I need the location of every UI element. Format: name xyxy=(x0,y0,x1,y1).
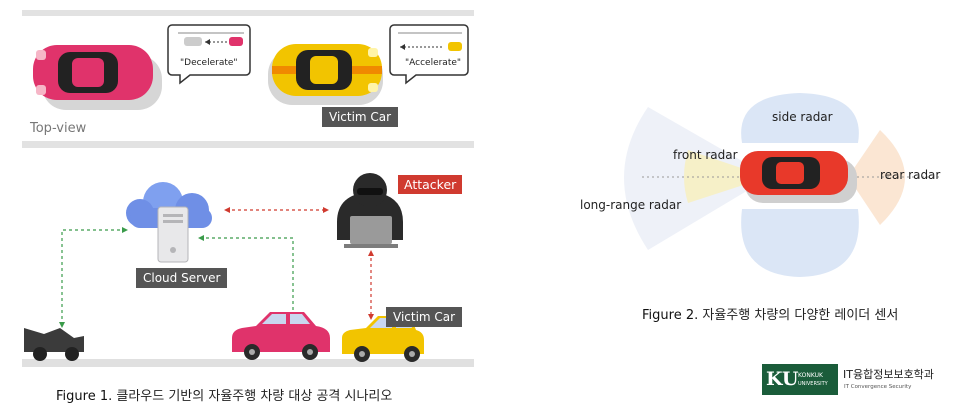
side-radar-label: side radar xyxy=(772,110,833,124)
top-view-scene xyxy=(33,24,469,110)
front-radar-label: front radar xyxy=(673,148,738,162)
ku-mark-sub1: KONKUK xyxy=(798,372,823,379)
long-range-radar-label: long-range radar xyxy=(580,198,682,212)
victim-car-bottom-tag: Victim Car xyxy=(386,307,463,327)
side-radar-top-zone xyxy=(741,93,859,143)
figure-2-caption-num: Figure 2. xyxy=(642,308,699,323)
victim-car-top-tag: Victim Car xyxy=(322,107,399,127)
red-car-top-icon xyxy=(740,151,857,203)
pink-car-side-icon xyxy=(232,312,330,360)
top-road-divider xyxy=(22,141,474,148)
cloud-link-left xyxy=(61,229,126,326)
figure-1-caption-num: Figure 1. xyxy=(56,389,113,404)
crashed-car-icon xyxy=(24,328,84,361)
yellow-car-top-icon xyxy=(268,44,383,105)
decelerate-text: "Decelerate" xyxy=(180,58,238,68)
rear-radar-zone xyxy=(848,130,905,225)
figure-1-caption-text: 클라우드 기반의 자율주행 차량 대상 공격 시나리오 xyxy=(116,389,393,404)
accelerate-bubble xyxy=(389,24,469,85)
ku-mark-sub2: UNIVERSITY xyxy=(798,381,828,387)
side-radar-bottom-zone xyxy=(741,209,859,277)
top-road-line xyxy=(22,10,474,16)
front-radar-zone xyxy=(684,150,768,203)
radar-diagram xyxy=(624,93,940,277)
cloud-server-tag: Cloud Server xyxy=(136,268,228,288)
figure-1-caption: Figure 1. 클라우드 기반의 자율주행 차량 대상 공격 시나리오 xyxy=(56,385,392,404)
decelerate-bubble xyxy=(167,24,251,85)
cloud-link-right xyxy=(200,237,294,320)
department-subtitle: IT Convergence Security xyxy=(844,384,912,390)
ku-mark-letters: KU xyxy=(766,368,799,390)
pink-car-top-icon xyxy=(33,45,162,110)
cloud-attack-scene xyxy=(22,173,474,367)
department-name: IT융합정보보호학과 xyxy=(843,368,934,381)
figure-2-caption-text: 자율주행 차량의 다양한 레이더 센서 xyxy=(702,308,899,323)
top-view-label: Top-view xyxy=(30,121,87,136)
hacker-icon xyxy=(337,173,403,248)
figure-2-caption: Figure 2. 자율주행 차량의 다양한 레이더 센서 xyxy=(642,304,898,323)
rear-radar-label: rear radar xyxy=(880,168,941,182)
attacker-tag: Attacker xyxy=(398,175,463,194)
accelerate-text: "Accelerate" xyxy=(405,58,462,68)
ku-logo-mark: KU KONKUK UNIVERSITY xyxy=(762,364,838,395)
server-icon xyxy=(157,206,189,263)
